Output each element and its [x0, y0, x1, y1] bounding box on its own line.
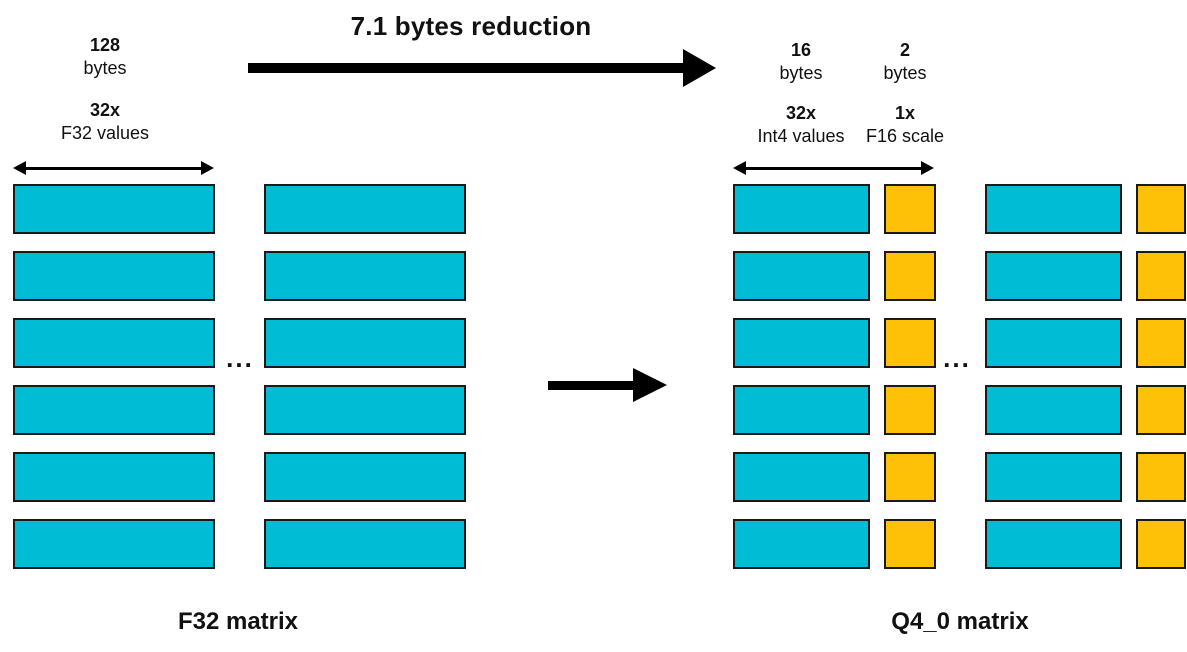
transform-arrow-head	[633, 368, 667, 402]
scale-bytes-unit: bytes	[883, 63, 927, 83]
f32-type-label: F32 values	[60, 123, 150, 143]
f32-values-block	[13, 318, 215, 368]
int4-values-block	[985, 184, 1122, 234]
f16-scale-block	[884, 452, 936, 502]
int4-values-block	[733, 519, 870, 569]
q4-ellipsis: ...	[943, 343, 971, 373]
f32-values-block	[264, 452, 466, 502]
f32-values-block	[264, 519, 466, 569]
reduction-arrow-shaft	[248, 63, 684, 73]
int4-values-block	[985, 452, 1122, 502]
f16-scale-block	[1136, 251, 1186, 301]
transform-arrow-icon	[548, 368, 668, 402]
f32-values-block	[264, 318, 466, 368]
span-arrow-line	[742, 167, 925, 170]
f16-scale-block	[884, 385, 936, 435]
int4-bytes-unit: bytes	[779, 63, 823, 83]
f32-bytes-value: 128	[89, 35, 121, 55]
f32-values-block	[264, 184, 466, 234]
f32-values-block	[13, 251, 215, 301]
span-arrowhead-left	[13, 161, 26, 175]
f16-scale-block	[1136, 184, 1186, 234]
f32-values-block	[13, 385, 215, 435]
f32-values-block	[264, 385, 466, 435]
f16-scale-block	[1136, 385, 1186, 435]
f16-scale-block	[1136, 519, 1186, 569]
int4-values-block	[985, 318, 1122, 368]
reduction-arrow-head	[683, 49, 716, 87]
f32-width-span-arrow-icon	[13, 161, 214, 175]
f32-values-block	[13, 519, 215, 569]
q4-matrix-caption: Q4_0 matrix	[891, 608, 1029, 635]
reduction-title: 7.1 bytes reduction	[350, 11, 592, 41]
int4-values-block	[985, 251, 1122, 301]
span-arrowhead-left	[733, 161, 746, 175]
f16-scale-block	[884, 519, 936, 569]
int4-values-block	[733, 251, 870, 301]
f16-scale-block	[884, 251, 936, 301]
f32-values-block	[264, 251, 466, 301]
scale-bytes-value: 2	[899, 40, 911, 60]
int4-values-block	[985, 519, 1122, 569]
f32-matrix-caption: F32 matrix	[177, 608, 299, 635]
span-arrowhead-right	[921, 161, 934, 175]
f32-count-label: 32x	[89, 100, 121, 120]
f16-scale-block	[1136, 318, 1186, 368]
int4-values-block	[733, 385, 870, 435]
f16-scale-block	[884, 318, 936, 368]
f32-values-block	[13, 184, 215, 234]
scale-count-label: 1x	[894, 103, 916, 123]
span-arrow-line	[22, 167, 205, 170]
int4-count-label: 32x	[785, 103, 817, 123]
f16-scale-block	[884, 184, 936, 234]
transform-arrow-shaft	[548, 381, 634, 390]
int4-values-block	[733, 318, 870, 368]
f32-ellipsis: ...	[226, 343, 254, 373]
int4-values-block	[733, 184, 870, 234]
int4-bytes-value: 16	[790, 40, 812, 60]
f16-scale-block	[1136, 452, 1186, 502]
span-arrowhead-right	[201, 161, 214, 175]
int4-type-label: Int4 values	[757, 126, 845, 146]
scale-type-label: F16 scale	[865, 126, 945, 146]
f32-bytes-unit: bytes	[83, 58, 127, 78]
q4-width-span-arrow-icon	[733, 161, 934, 175]
f32-values-block	[13, 452, 215, 502]
int4-values-block	[985, 385, 1122, 435]
int4-values-block	[733, 452, 870, 502]
reduction-arrow-icon	[248, 49, 716, 87]
